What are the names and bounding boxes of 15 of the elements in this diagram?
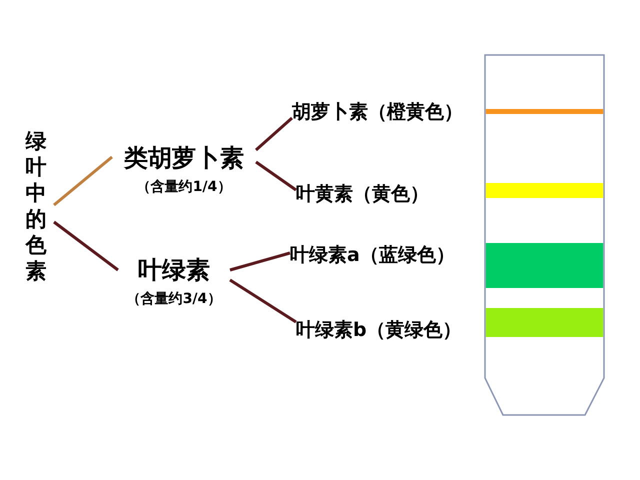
pigment-label: 类胡萝卜素 [122, 143, 245, 174]
content-note: （含量约1/4） [136, 178, 232, 196]
branch-line [255, 116, 293, 152]
branch-line [230, 252, 290, 272]
content-note: （含量约3/4） [126, 290, 222, 308]
branch-line [255, 160, 297, 192]
pigment-label: 叶绿素 [137, 255, 211, 286]
branch-line [229, 278, 297, 324]
vertical-title: 绿叶中的色素 [24, 128, 48, 284]
branch-line [53, 220, 119, 272]
pigment-label: 叶绿素b（黄绿色） [296, 318, 463, 343]
pigment-label: 叶绿素a（蓝绿色） [290, 243, 456, 268]
branch-line [53, 156, 113, 206]
pigment-label: 胡萝卜素（橙黄色） [292, 100, 464, 125]
pigment-label: 叶黄素（黄色） [296, 182, 430, 207]
